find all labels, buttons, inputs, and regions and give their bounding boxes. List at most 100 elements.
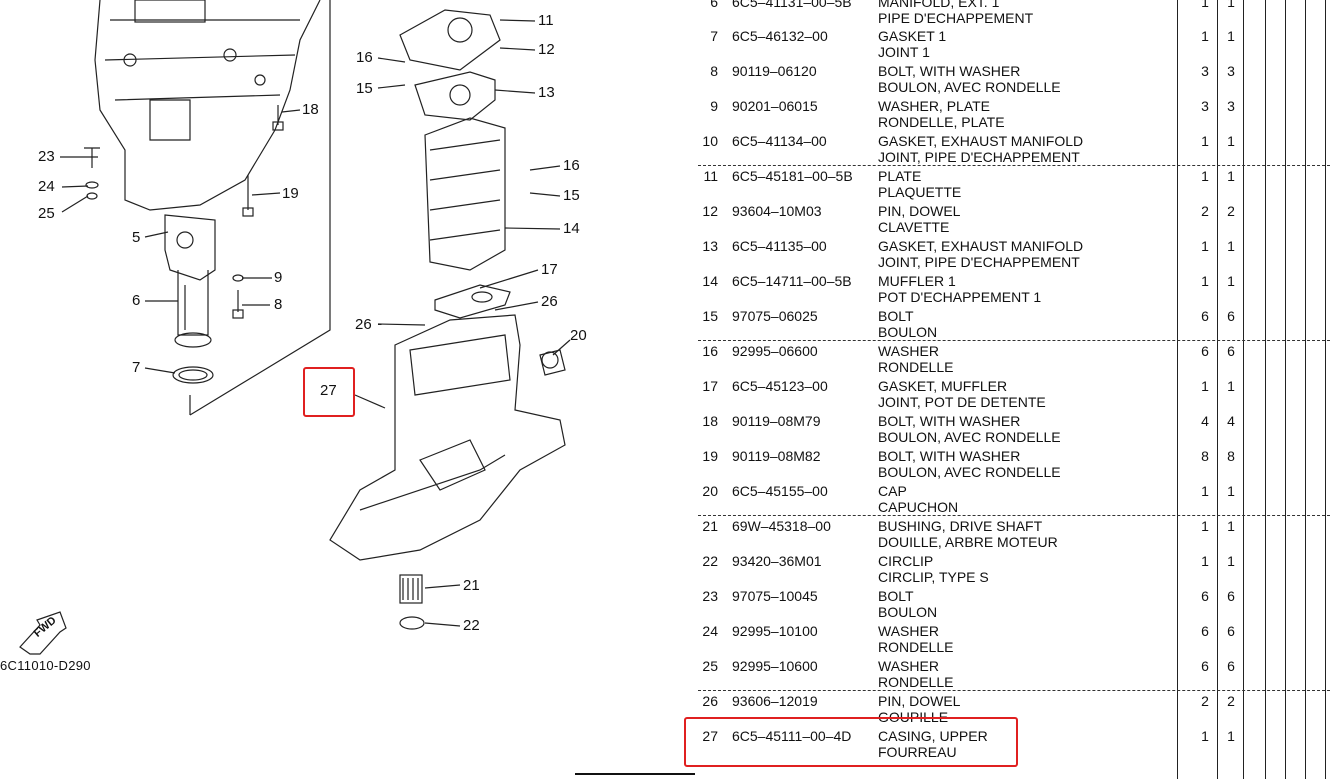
part-number-ref: 10 [702, 133, 718, 149]
quantity-2: 2 [1227, 693, 1235, 709]
quantity-1: 1 [1201, 238, 1209, 254]
part-number-ref: 13 [702, 238, 718, 254]
part-code: 6C5–14711–00–5B [732, 273, 852, 289]
part-number-ref: 16 [702, 343, 718, 359]
quantity-1: 8 [1201, 448, 1209, 464]
part-number-ref: 24 [702, 623, 718, 639]
quantity-2: 1 [1227, 378, 1235, 394]
part-number-ref: 17 [702, 378, 718, 394]
quantity-1: 1 [1201, 553, 1209, 569]
part-number-ref: 15 [702, 308, 718, 324]
quantity-2: 1 [1227, 0, 1235, 10]
part-code: 93606–12019 [732, 693, 818, 709]
part-number-ref: 23 [702, 588, 718, 604]
quantity-1: 1 [1201, 28, 1209, 44]
quantity-1: 6 [1201, 343, 1209, 359]
part-number-ref: 18 [702, 413, 718, 429]
part-number-ref: 7 [710, 28, 718, 44]
quantity-1: 2 [1201, 693, 1209, 709]
quantity-1: 1 [1201, 728, 1209, 744]
quantity-2: 1 [1227, 238, 1235, 254]
part-number-ref: 20 [702, 483, 718, 499]
callout-number: 16 [563, 157, 580, 174]
part-code: 6C5–41131–00–5B [732, 0, 852, 10]
column-divider [1177, 0, 1178, 779]
part-number-ref: 26 [702, 693, 718, 709]
part-number-ref: 21 [702, 518, 718, 534]
part-number-ref: 9 [710, 98, 718, 114]
quantity-2: 1 [1227, 483, 1235, 499]
group-separator [698, 515, 1330, 516]
column-divider [1265, 0, 1266, 779]
part-code: 92995–10600 [732, 658, 818, 674]
quantity-2: 6 [1227, 623, 1235, 639]
quantity-2: 1 [1227, 273, 1235, 289]
quantity-1: 1 [1201, 133, 1209, 149]
part-code: 90201–06015 [732, 98, 818, 114]
group-separator [698, 340, 1330, 341]
part-code: 6C5–45155–00 [732, 483, 828, 499]
group-separator [698, 690, 1330, 691]
callout-number: 11 [538, 12, 554, 29]
callout-number: 17 [541, 261, 558, 278]
quantity-1: 6 [1201, 308, 1209, 324]
part-number-ref: 19 [702, 448, 718, 464]
callout-number: 6 [132, 292, 141, 309]
part-code: 6C5–46132–00 [732, 28, 828, 44]
callout-number: 8 [274, 296, 283, 313]
part-number-ref: 12 [702, 203, 718, 219]
part-code: 69W–45318–00 [732, 518, 831, 534]
part-number-ref: 14 [702, 273, 718, 289]
quantity-1: 3 [1201, 98, 1209, 114]
callout-number: 18 [302, 101, 319, 118]
part-code: 6C5–41135–00 [732, 238, 827, 254]
column-divider [1305, 0, 1306, 779]
column-divider [1325, 0, 1326, 779]
exploded-diagram: 11 12 16 15 13 18 23 24 25 19 5 16 15 14… [0, 0, 587, 673]
part-number-ref: 11 [703, 168, 718, 184]
part-code: 6C5–45181–00–5B [732, 168, 853, 184]
quantity-2: 1 [1227, 168, 1235, 184]
part-code: 90119–08M79 [732, 413, 821, 429]
highlight-box-row-27 [684, 717, 1018, 767]
callout-number: 14 [563, 220, 580, 237]
callout-number: 24 [38, 178, 55, 195]
part-code: 6C5–45111–00–4D [732, 728, 852, 744]
callout-number: 9 [274, 269, 283, 286]
callout-number: 23 [38, 148, 55, 165]
quantity-1: 6 [1201, 658, 1209, 674]
quantity-2: 6 [1227, 308, 1235, 324]
quantity-1: 4 [1201, 413, 1209, 429]
part-code: 90119–06120 [732, 63, 817, 79]
quantity-1: 6 [1201, 623, 1209, 639]
quantity-2: 1 [1227, 553, 1235, 569]
quantity-2: 6 [1227, 658, 1235, 674]
part-number-ref: 6 [710, 0, 718, 10]
